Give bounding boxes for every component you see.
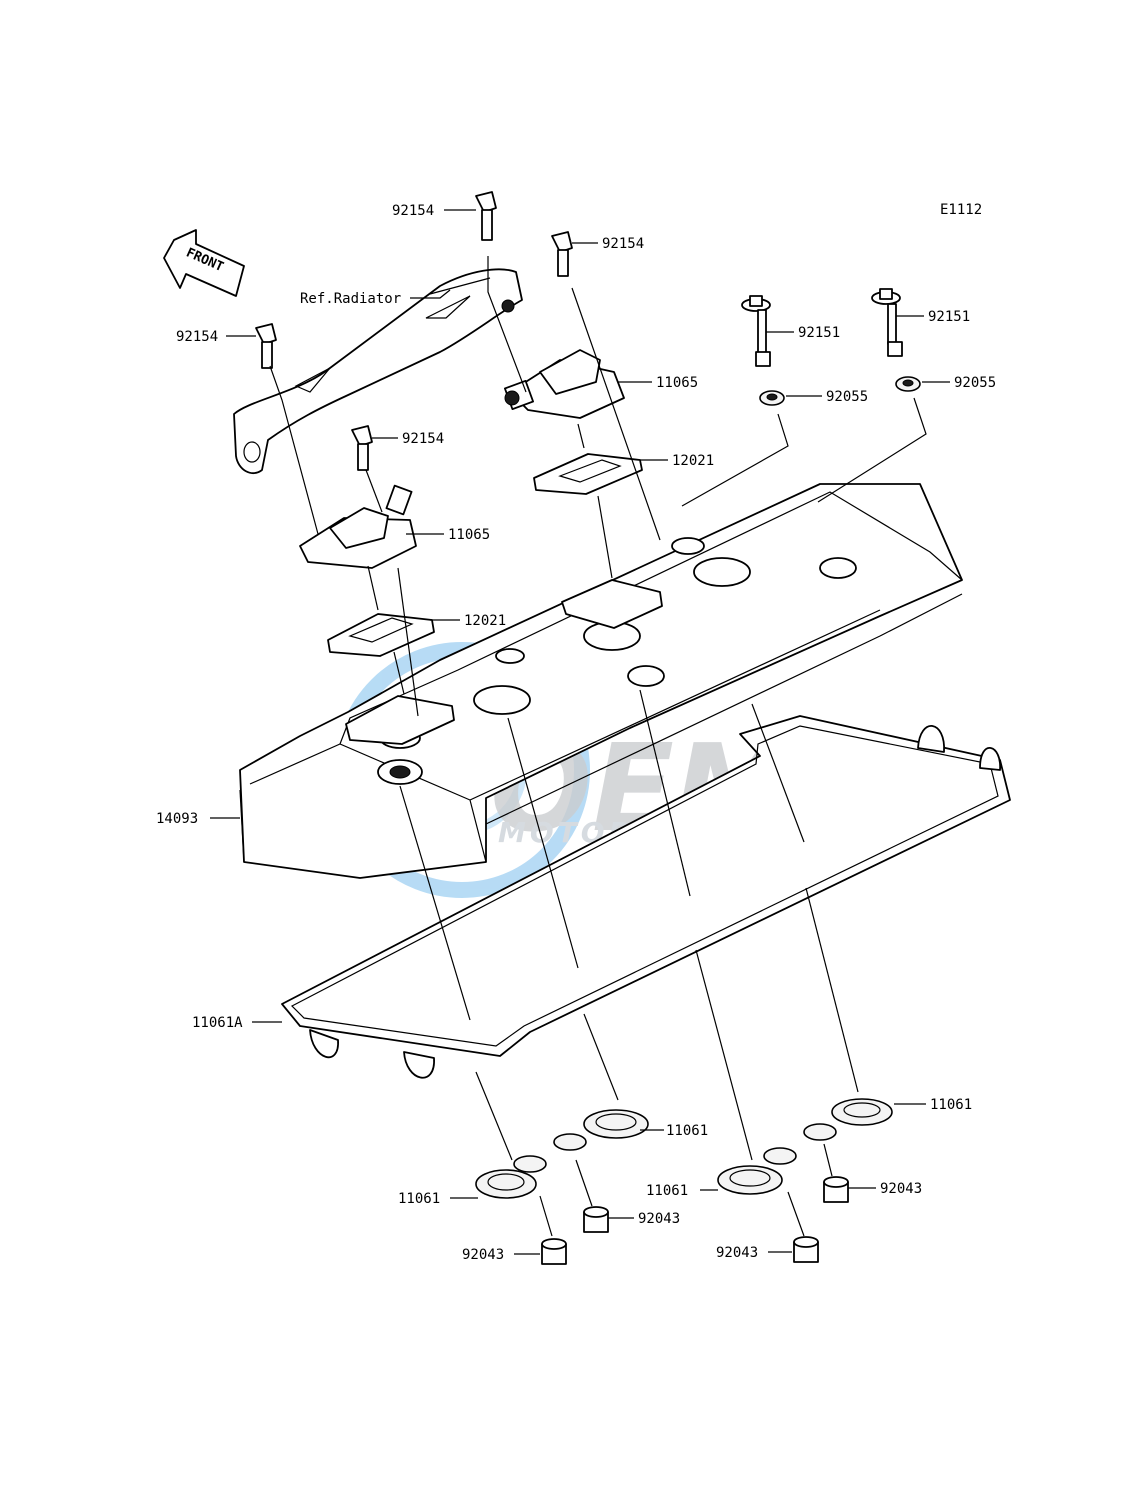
label-plug-gasket-d: 11061 <box>930 1097 972 1113</box>
label-collar-92043-a: 92043 <box>462 1247 504 1263</box>
label-washer-92055-right: 92055 <box>954 375 996 391</box>
label-bolt-92151-left: 92151 <box>798 325 840 341</box>
bolt-92151-left <box>741 295 771 367</box>
plug-gasket-11061-d <box>803 1098 893 1141</box>
label-bolt-92154-left: 92154 <box>176 329 218 345</box>
label-plug-gasket-c: 11061 <box>646 1183 688 1199</box>
bolt-92154-lower <box>351 425 373 471</box>
label-plug-gasket-a: 11061 <box>398 1191 440 1207</box>
label-bolt-92154-lower: 92154 <box>402 431 444 447</box>
label-pipe-11065-right: 11065 <box>656 375 698 391</box>
collar-92043-a <box>541 1238 567 1265</box>
assembly-lines <box>269 256 927 1237</box>
label-collar-92043-d: 92043 <box>880 1181 922 1197</box>
plug-gasket-11061-a <box>475 1155 547 1199</box>
label-plug-gasket-b: 11061 <box>666 1123 708 1139</box>
label-reed-12021-right: 12021 <box>672 453 714 469</box>
collar-92043-c <box>793 1236 819 1263</box>
diagram-code: E1112 <box>940 202 982 218</box>
collar-92043-d <box>823 1176 849 1203</box>
front-arrow-icon: FRONT <box>163 229 245 297</box>
pipe-cover-11065-left <box>299 484 417 569</box>
label-pipe-11065-left: 11065 <box>448 527 490 543</box>
label-collar-92043-b: 92043 <box>638 1211 680 1227</box>
gasket-11061A <box>281 715 1011 1079</box>
leader-lines <box>210 209 950 1255</box>
label-bolt-92154-mid: 92154 <box>602 236 644 252</box>
label-gasket-11061A: 11061A <box>192 1015 243 1031</box>
label-reed-12021-left: 12021 <box>464 613 506 629</box>
pipe-cover-11065-right <box>504 349 625 419</box>
plug-gasket-11061-c <box>717 1147 797 1195</box>
head-cover-14093 <box>239 483 963 879</box>
bolt-92154-mid <box>551 231 573 277</box>
washer-92055-right <box>895 376 921 392</box>
reed-plate-12021-right <box>533 453 643 495</box>
label-washer-92055-left: 92055 <box>826 389 868 405</box>
bolt-92154-top <box>475 191 497 241</box>
collar-92043-b <box>583 1206 609 1233</box>
bolt-92151-right <box>871 288 903 357</box>
label-bolt-92151-right: 92151 <box>928 309 970 325</box>
label-bolt-92154-top: 92154 <box>392 203 434 219</box>
radiator-bracket <box>233 268 523 475</box>
label-head-cover-14093: 14093 <box>156 811 198 827</box>
part-labels: 92154 92154 Ref.Radiator 92154 92154 921… <box>156 203 996 1263</box>
plug-gasket-11061-b <box>553 1109 649 1151</box>
washer-92055-left <box>759 390 785 406</box>
reed-plate-12021-left <box>327 613 435 657</box>
label-collar-92043-c: 92043 <box>716 1245 758 1261</box>
label-ref-radiator: Ref.Radiator <box>300 291 401 307</box>
bolt-92154-left <box>255 323 277 369</box>
